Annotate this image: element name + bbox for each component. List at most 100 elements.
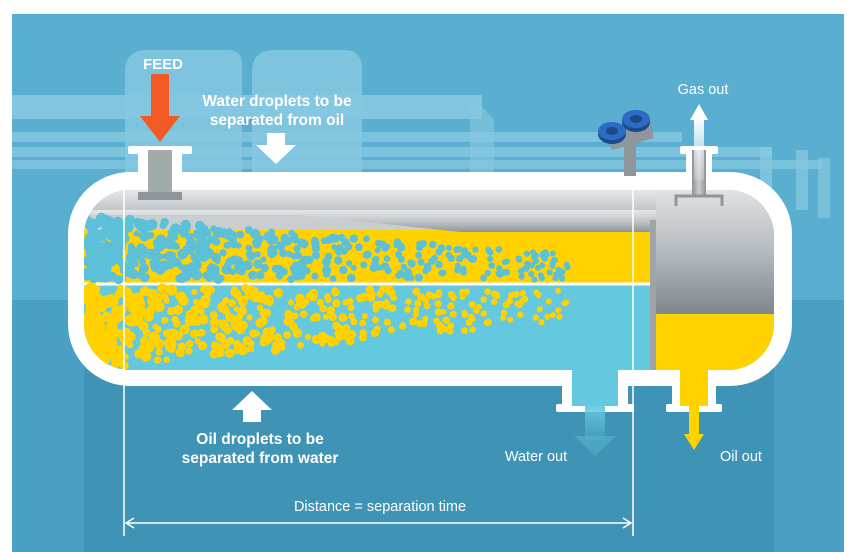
- droplet: [397, 255, 405, 263]
- droplet: [146, 219, 158, 231]
- droplet: [96, 212, 107, 224]
- droplet: [408, 259, 416, 268]
- droplet: [158, 267, 165, 274]
- droplet: [423, 262, 431, 270]
- droplet: [443, 326, 450, 333]
- droplet: [519, 290, 526, 297]
- droplet: [363, 235, 370, 243]
- droplet: [177, 248, 188, 260]
- droplet: [223, 326, 232, 335]
- droplet: [287, 319, 295, 328]
- droplet: [200, 295, 209, 303]
- droplet: [377, 241, 384, 249]
- droplet: [326, 306, 335, 316]
- droplet: [138, 343, 150, 355]
- droplet: [270, 345, 281, 355]
- droplet: [155, 326, 163, 333]
- droplet: [347, 304, 355, 312]
- distance-measure: [123, 186, 634, 536]
- droplet: [523, 250, 531, 257]
- droplet: [194, 338, 201, 345]
- droplet: [269, 326, 277, 334]
- droplet: [89, 300, 97, 309]
- droplet: [405, 298, 412, 305]
- droplet: [537, 272, 544, 279]
- droplet: [213, 274, 224, 284]
- droplet: [136, 270, 146, 280]
- water-out-arrow-icon: [574, 404, 616, 456]
- droplet: [285, 250, 293, 258]
- droplet: [338, 313, 348, 323]
- droplet: [226, 231, 237, 242]
- droplet: [535, 264, 541, 271]
- droplet: [549, 262, 556, 269]
- droplet: [126, 341, 134, 349]
- droplet: [381, 301, 390, 310]
- droplet: [383, 255, 391, 262]
- oil-out-label: Oil out: [720, 449, 762, 465]
- droplet: [559, 268, 566, 275]
- droplet: [536, 306, 543, 313]
- droplet: [88, 328, 98, 338]
- droplet: [267, 244, 277, 255]
- droplet: [469, 326, 476, 333]
- droplet: [493, 292, 501, 300]
- feed-inlet: [138, 150, 182, 200]
- droplet: [500, 269, 508, 276]
- droplet: [399, 322, 407, 330]
- droplet: [538, 319, 545, 326]
- droplet: [311, 236, 319, 244]
- weir-plate: [650, 220, 656, 370]
- droplet: [133, 230, 140, 237]
- droplet: [294, 251, 303, 260]
- droplet: [487, 255, 494, 262]
- droplet: [319, 340, 326, 347]
- droplet: [346, 336, 355, 346]
- droplet: [515, 255, 522, 262]
- droplet: [157, 283, 168, 294]
- droplet: [102, 311, 111, 321]
- droplet: [425, 291, 434, 299]
- droplet: [522, 265, 528, 272]
- droplet: [260, 263, 269, 273]
- droplet: [447, 302, 455, 310]
- droplet: [112, 222, 122, 232]
- droplet: [322, 257, 331, 267]
- droplet: [374, 325, 381, 333]
- droplet: [506, 297, 513, 305]
- droplet: [480, 274, 487, 282]
- droplet: [260, 256, 267, 263]
- droplet: [119, 360, 127, 367]
- droplet: [197, 329, 205, 337]
- droplet: [153, 292, 162, 302]
- water-out-pipe: [572, 370, 618, 406]
- droplet: [563, 299, 570, 306]
- droplet: [194, 245, 205, 256]
- droplet: [291, 312, 299, 320]
- droplet: [223, 241, 231, 249]
- droplet: [254, 251, 261, 258]
- droplet: [509, 291, 517, 298]
- droplet: [223, 261, 232, 270]
- droplet: [191, 289, 198, 296]
- droplet: [447, 322, 455, 329]
- droplet: [91, 270, 101, 280]
- droplet: [232, 289, 242, 299]
- droplet: [254, 234, 264, 244]
- droplet: [472, 246, 479, 253]
- droplet: [158, 236, 168, 245]
- droplet: [460, 327, 468, 335]
- droplet: [172, 319, 181, 328]
- droplet: [271, 264, 280, 273]
- droplet: [502, 301, 509, 308]
- droplet: [323, 334, 332, 343]
- water-droplets-label-line1: Water droplets to be: [202, 93, 352, 110]
- droplet: [299, 240, 306, 247]
- droplet: [242, 336, 252, 346]
- droplet: [328, 233, 337, 243]
- droplet: [214, 257, 221, 265]
- droplet: [388, 304, 397, 313]
- droplet: [255, 270, 265, 280]
- droplet: [123, 300, 130, 307]
- droplet: [487, 249, 494, 256]
